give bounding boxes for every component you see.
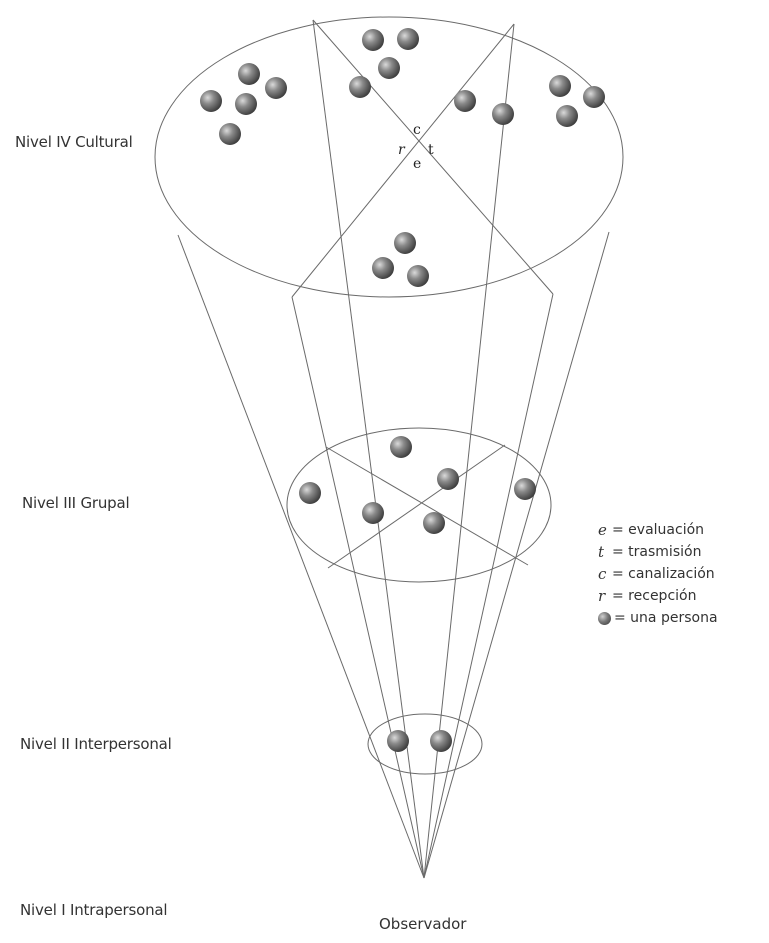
ray-4 bbox=[424, 294, 553, 878]
interpersonal-ellipse bbox=[368, 714, 482, 774]
legend-text: = evaluación bbox=[612, 522, 704, 538]
label-nivel-ii: Nivel II Interpersonal bbox=[20, 735, 172, 753]
legend-text: = recepción bbox=[612, 588, 696, 604]
label-nivel-iv: Nivel IV Cultural bbox=[15, 133, 133, 151]
ray-3 bbox=[292, 297, 424, 878]
label-nivel-i: Nivel I Intrapersonal bbox=[20, 901, 167, 919]
legend-item-persona: = una persona bbox=[598, 607, 718, 629]
sector-line-2 bbox=[292, 24, 514, 297]
legend-symbol: t bbox=[598, 543, 612, 561]
letter-r: r bbox=[398, 142, 406, 158]
legend-item-recepcion: r = recepción bbox=[598, 585, 718, 607]
legend-text: = trasmisión bbox=[612, 544, 701, 560]
legend-symbol: r bbox=[598, 587, 612, 605]
legend-text: = canalización bbox=[612, 566, 715, 582]
observer-label: Observador bbox=[379, 915, 466, 933]
legend-symbol: e bbox=[598, 521, 612, 539]
person-dot-icon bbox=[598, 612, 611, 625]
cone-left-side bbox=[178, 235, 424, 878]
letter-c: c bbox=[413, 122, 421, 138]
letter-e: e bbox=[413, 156, 421, 172]
letter-t: t bbox=[428, 142, 434, 158]
legend-item-trasmision: t = trasmisión bbox=[598, 541, 718, 563]
legend-symbol: c bbox=[598, 565, 612, 583]
legend-text: = una persona bbox=[614, 610, 718, 626]
legend-item-canalizacion: c = canalización bbox=[598, 563, 718, 585]
legend: e = evaluación t = trasmisión c = canali… bbox=[598, 519, 718, 629]
legend-item-evaluacion: e = evaluación bbox=[598, 519, 718, 541]
label-nivel-iii: Nivel III Grupal bbox=[22, 494, 129, 512]
interpersonal-persons bbox=[387, 730, 452, 752]
cone-right-side bbox=[424, 232, 609, 878]
grupal-cross-1 bbox=[326, 447, 528, 565]
